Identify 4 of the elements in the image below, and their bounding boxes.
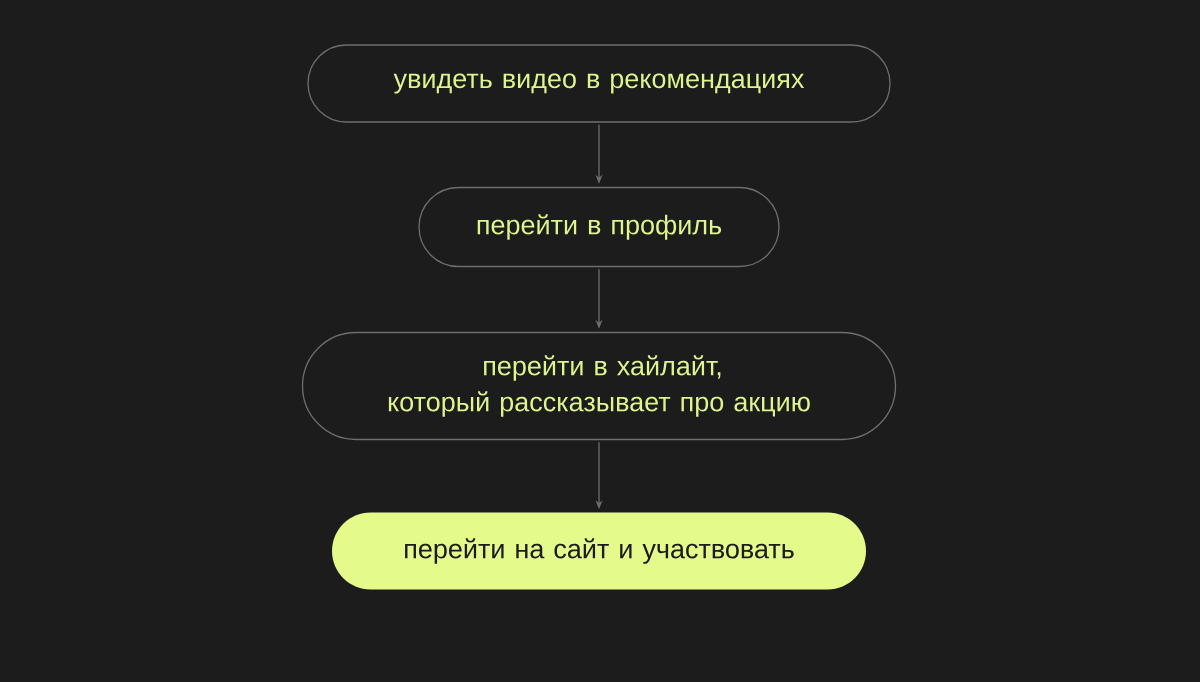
process-box: перейти в профиль <box>418 186 780 268</box>
process-box: перейти на сайт и участвовать <box>332 512 866 590</box>
process-box: перейти в хайлайт, который рассказывает про акцию <box>301 331 897 441</box>
process-box: увидеть видео в рекомендациях <box>307 44 891 123</box>
